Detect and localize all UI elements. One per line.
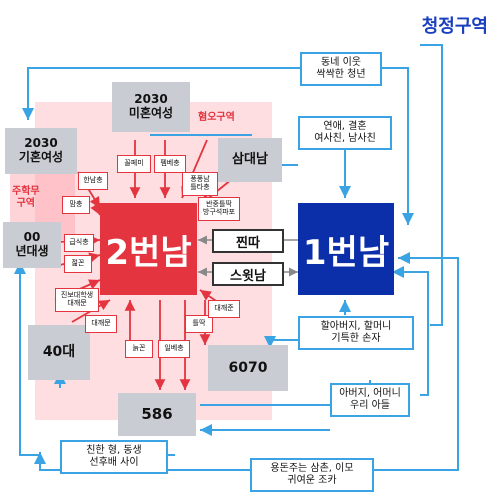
label-fp: 퐁퐁남 틀타충 <box>182 172 218 196</box>
label-teulddak: 틀딱 <box>185 315 213 333</box>
label-lvl: 꼴페미 <box>117 155 151 173</box>
group-married-women-2030: 2030 기혼여성 <box>5 128 77 174</box>
label-neighbor: 동네 이웃 싹싹한 청년 <box>300 52 382 86</box>
node-second-man: 2번남 <box>100 203 197 295</box>
relation-sweet: 스윗남 <box>212 262 284 286</box>
group-single-women-2030: 2030 미혼여성 <box>112 82 190 132</box>
label-dating: 연애, 결혼 여사친, 남사친 <box>298 116 392 150</box>
label-daekkaejun: 대깨준 <box>208 300 240 318</box>
label-friends: 친한 형, 동생 선후배 사이 <box>60 440 168 474</box>
group-age-6070: 6070 <box>208 345 288 391</box>
label-jeolmeun: 젊꼰 <box>64 255 92 273</box>
caution-zone-label: 주학무 구역 <box>12 186 40 209</box>
group-gen-00: 00 년대생 <box>3 222 61 268</box>
label-daekkaemun: 대깨문 <box>85 315 117 333</box>
label-parents: 아버지, 어머니 우리 아들 <box>330 383 410 417</box>
hate-zone-label: 혐오구역 <box>198 112 235 123</box>
label-mam: 맘충 <box>62 196 90 214</box>
node-first-man: 1번남 <box>298 203 394 295</box>
group-thirties: 삼대남 <box>218 138 282 182</box>
label-hannam: 한남충 <box>78 172 108 190</box>
label-neukkon: 늙꼰 <box>125 340 153 358</box>
label-unicum: 진보대학생 대깨문 <box>55 288 99 312</box>
group-age-40: 40대 <box>28 325 90 380</box>
label-anti: 반중틀딱 방구석파포 <box>198 197 240 221</box>
label-relatives: 용돈주는 삼촌, 이모 귀여운 조카 <box>250 458 374 492</box>
label-fem: 펨베충 <box>154 155 186 173</box>
relation-loser: 찐따 <box>212 229 284 253</box>
label-ilbe: 일베충 <box>158 340 190 358</box>
group-age-586: 586 <box>118 393 196 436</box>
label-geupsik: 급식충 <box>64 234 94 252</box>
label-grandparents: 할아버지, 할머니 기특한 손자 <box>298 316 414 350</box>
page-title: 청정구역 <box>421 16 488 37</box>
